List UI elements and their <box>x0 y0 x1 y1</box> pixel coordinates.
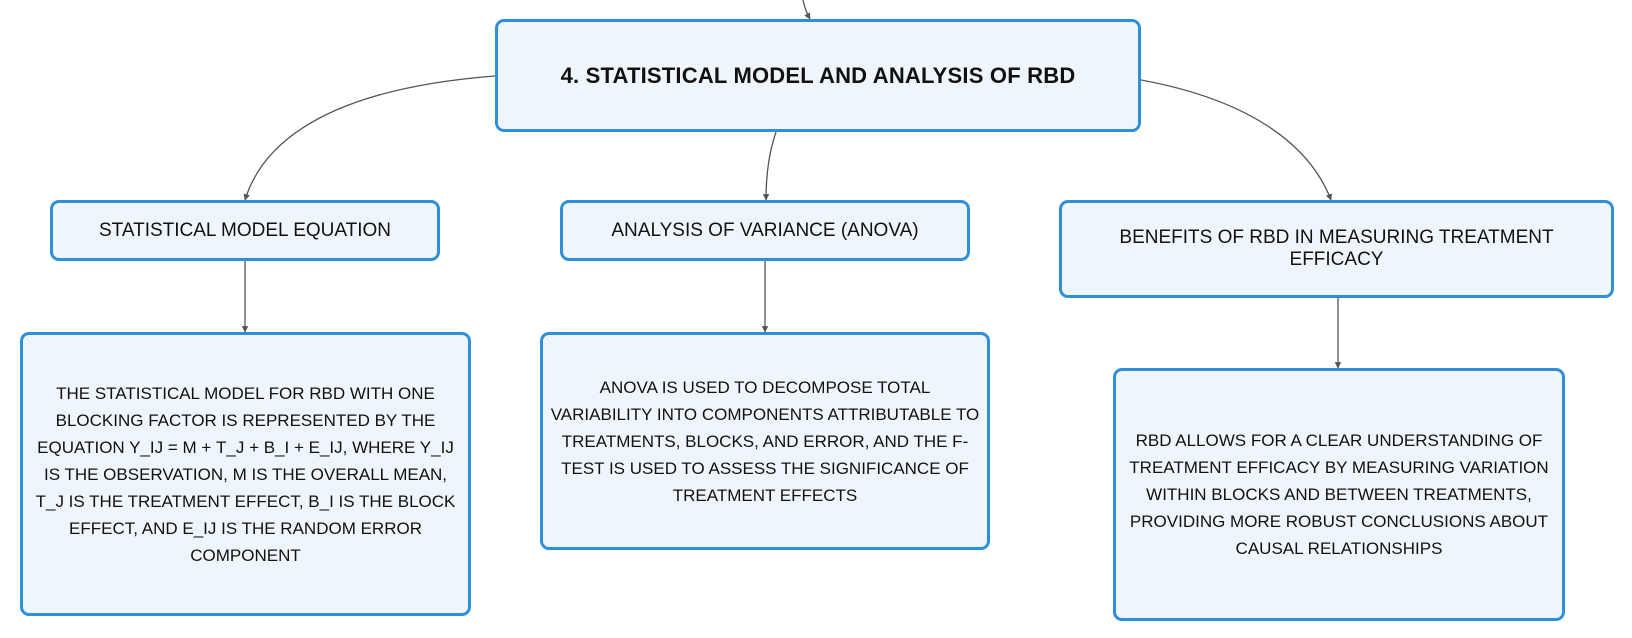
connector-root-to-topic-1 <box>243 75 496 201</box>
topic-label: STATISTICAL MODEL EQUATION <box>98 219 392 241</box>
topic-analysis-of-variance[interactable]: ANALYSIS OF VARIANCE (ANOVA) <box>560 200 970 261</box>
topic-statistical-model-equation[interactable]: STATISTICAL MODEL EQUATION <box>50 200 440 261</box>
subtopic-text: THE STATISTICAL MODEL FOR RBD WITH ONE B… <box>35 383 456 565</box>
subtopic-benefits-detail[interactable]: RBD ALLOWS FOR A CLEAR UNDERSTANDING OF … <box>1113 368 1565 621</box>
subtopic-model-equation-detail[interactable]: THE STATISTICAL MODEL FOR RBD WITH ONE B… <box>20 332 471 616</box>
connector-root-to-topic-2 <box>762 131 777 201</box>
connector-parent-to-root <box>802 0 811 20</box>
connector-root-to-topic-3 <box>1140 79 1332 201</box>
topic-benefits-of-rbd[interactable]: BENEFITS OF RBD IN MEASURING TREATMENT E… <box>1059 200 1614 298</box>
subtopic-text: ANOVA IS USED TO DECOMPOSE TOTAL VARIABI… <box>550 377 980 505</box>
subtopic-text: RBD ALLOWS FOR A CLEAR UNDERSTANDING OF … <box>1129 431 1549 558</box>
central-topic-title: 4. STATISTICAL MODEL AND ANALYSIS OF RBD <box>560 62 1076 88</box>
topic-label: ANALYSIS OF VARIANCE (ANOVA) <box>611 219 919 241</box>
topic-label: BENEFITS OF RBD IN MEASURING TREATMENT E… <box>1119 227 1554 270</box>
subtopic-anova-detail[interactable]: ANOVA IS USED TO DECOMPOSE TOTAL VARIABI… <box>540 332 990 550</box>
central-topic[interactable]: 4. STATISTICAL MODEL AND ANALYSIS OF RBD <box>495 19 1141 132</box>
